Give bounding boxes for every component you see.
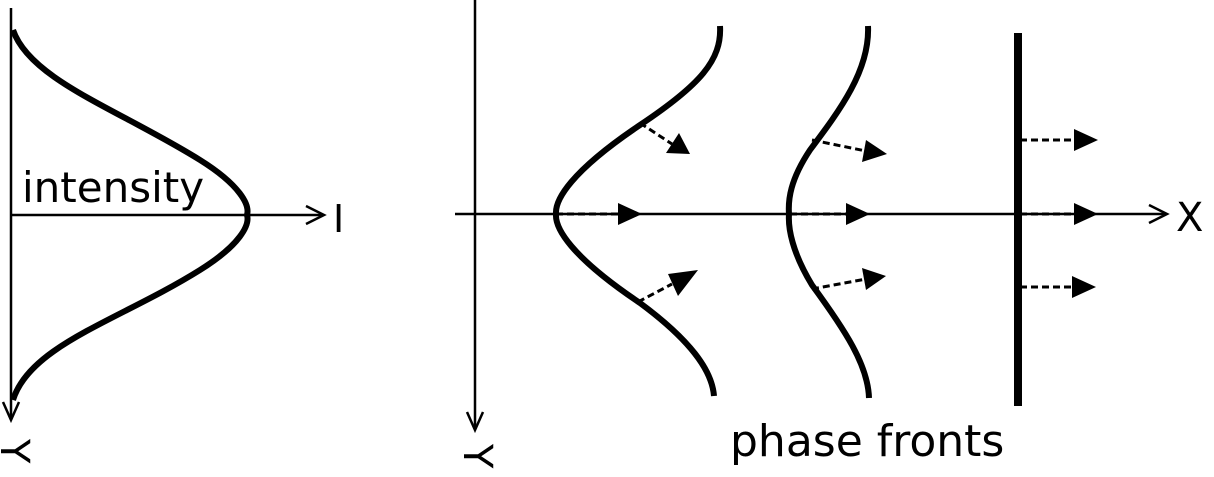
arrow-front1-top (639, 121, 673, 146)
phase-front-1 (552, 25, 724, 397)
arrowhead-front1-bottom (668, 270, 698, 296)
i-axis-arrowhead (305, 204, 327, 226)
arrowhead-front3-mid (1074, 203, 1098, 225)
arrowhead-front3-bottom (1072, 276, 1096, 298)
axis-x-label: X (1176, 195, 1203, 241)
intensity-label: intensity (22, 163, 204, 212)
intensity-curve (10, 28, 251, 401)
arrow-front2-top (811, 138, 867, 153)
arrowhead-front2-bottom (862, 268, 886, 290)
arrow-front1-bottom (637, 282, 673, 304)
propagation-arrows (556, 121, 1078, 304)
axis-y-left-label: Y (0, 438, 37, 464)
propagation-arrowheads (618, 129, 1098, 298)
arrowhead-front3-top (1074, 129, 1098, 151)
axis-y-right-label: Y (454, 443, 500, 469)
arrowhead-front1-mid (618, 203, 642, 225)
arrowhead-front2-mid (846, 203, 870, 225)
arrowhead-front1-top (666, 133, 690, 154)
y-axis-left-arrowhead (1, 401, 21, 424)
y-axis-right-arrowhead (465, 411, 485, 434)
phase-front-2 (785, 25, 872, 399)
axis-i-label: I (333, 197, 344, 241)
x-axis-arrowhead (1148, 203, 1170, 225)
arrow-front2-bottom (811, 277, 867, 291)
phase-fronts-label: phase fronts (730, 416, 1004, 467)
arrowhead-front2-top (862, 140, 887, 162)
